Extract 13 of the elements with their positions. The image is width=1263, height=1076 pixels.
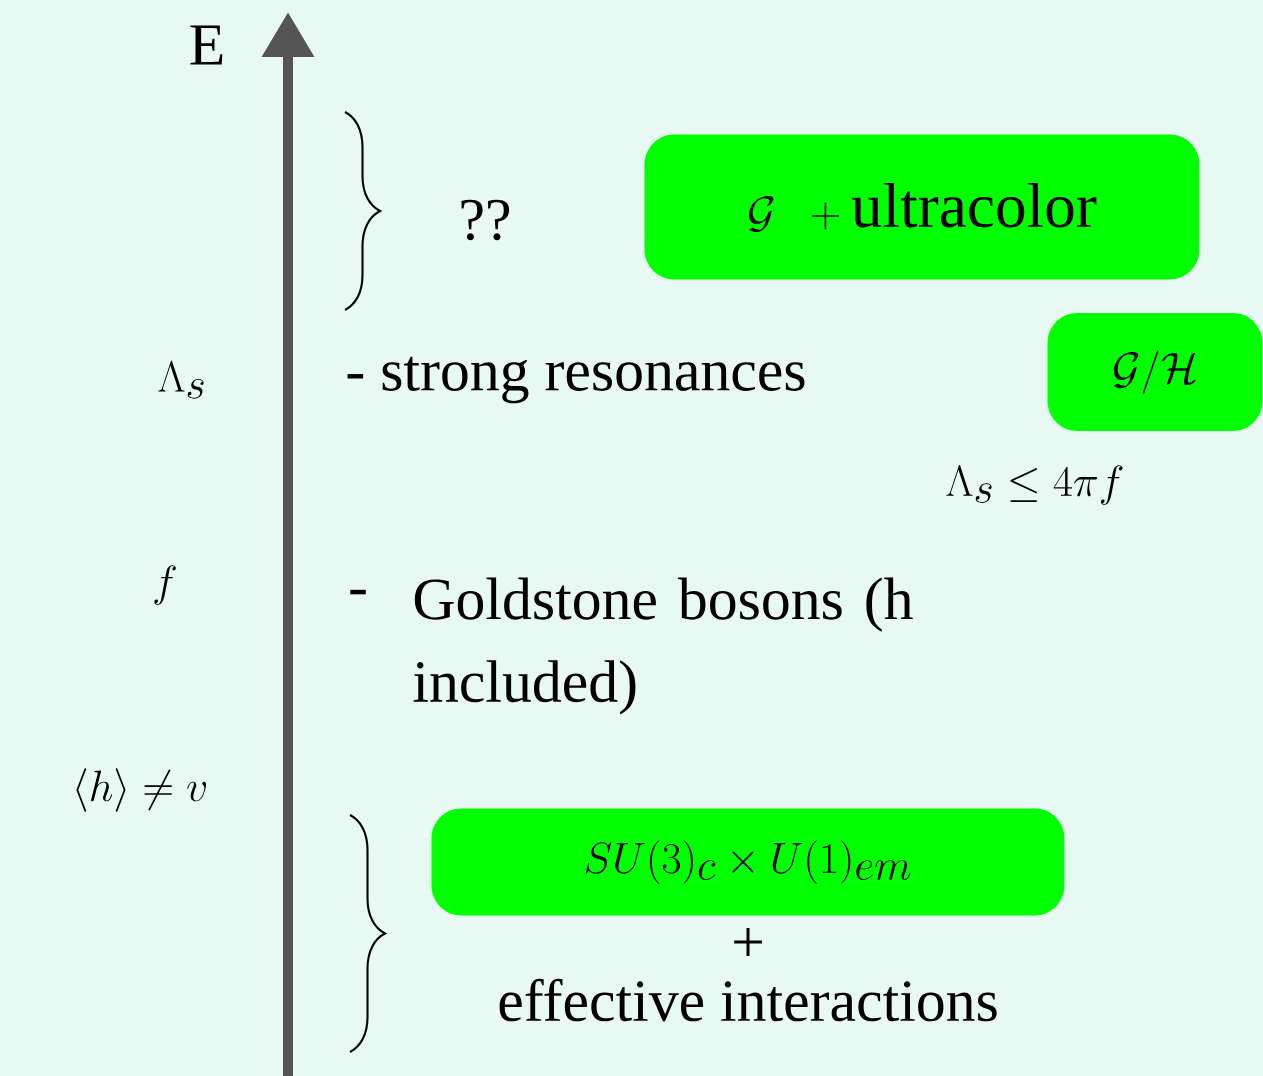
group-box: $\mathcal{G}\;\; + \mathrm{ultracolor}$	[644, 134, 1200, 280]
scale-label: $\Lambda_s$	[158, 360, 204, 399]
group-box: $\mathcal{G}/\mathcal{H}$	[1047, 313, 1263, 431]
dash-mark: -	[350, 589, 366, 595]
description-text: - strong resonances	[347, 356, 805, 404]
scale-label: $f$	[154, 565, 176, 605]
relation-label: $\Lambda_s \leq 4\pi f$	[946, 465, 1123, 505]
description-text: effective interactions	[499, 978, 997, 1022]
scale-label: $\langle h\rangle \neq v$	[76, 768, 207, 812]
axis-label: E	[190, 25, 223, 65]
group-box: $SU(3)_c\times U(1)_{em}$	[431, 808, 1065, 916]
scale-label: ??	[461, 199, 510, 241]
description-text: Goldstone bosons (h included)	[413, 577, 913, 715]
